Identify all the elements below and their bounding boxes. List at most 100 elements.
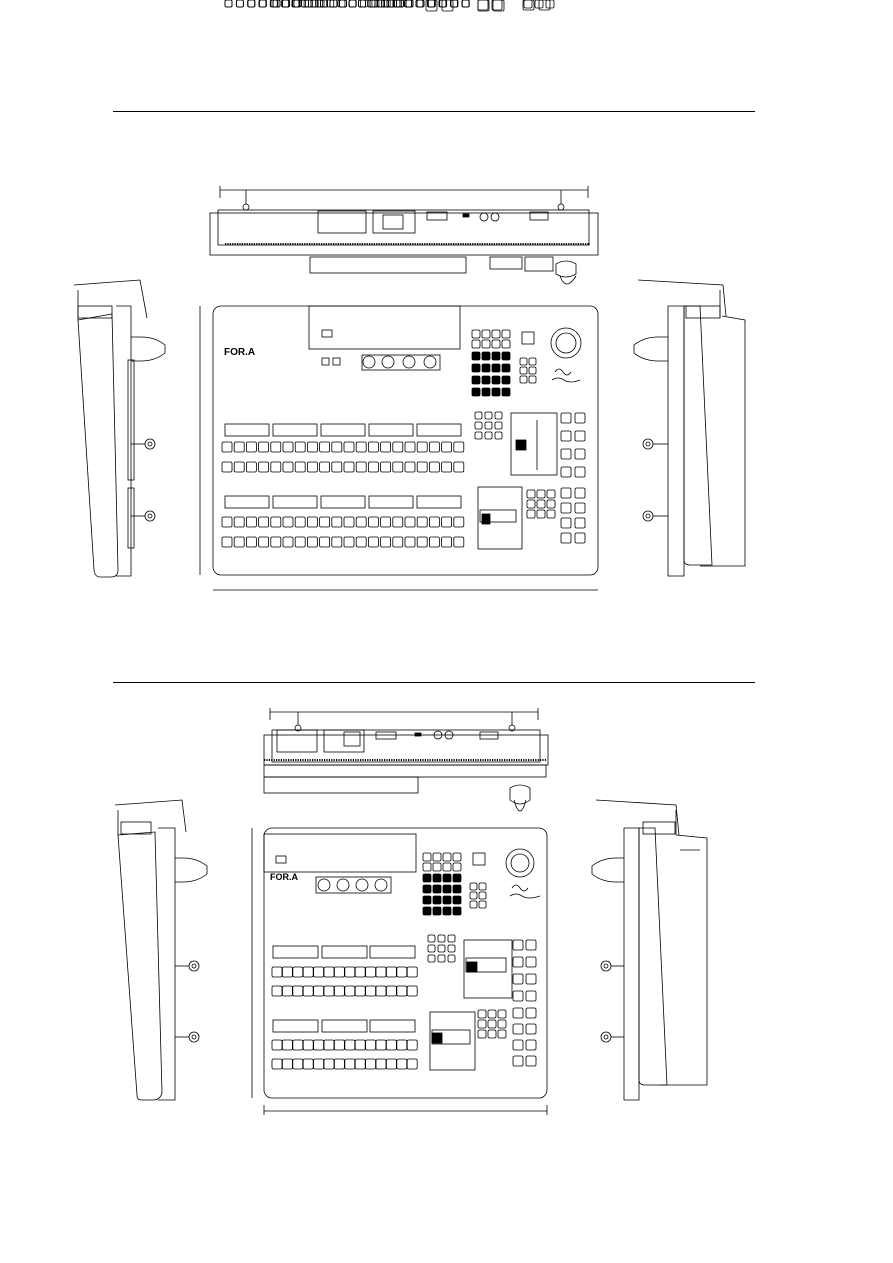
panel-button: [575, 431, 585, 441]
panel-button: [307, 442, 317, 452]
right-side-view: [634, 280, 745, 576]
rear-view: [264, 708, 548, 811]
panel-button: [295, 517, 305, 527]
panel-button: [539, 0, 550, 10]
panel-button: [417, 462, 427, 472]
panel-button: [561, 413, 571, 423]
panel-button: [492, 352, 500, 360]
panel-button: [429, 517, 439, 527]
panel-button: [345, 1040, 355, 1050]
panel-button: [246, 462, 256, 472]
panel-button: [495, 412, 502, 419]
panel-button: [234, 517, 244, 527]
joystick-icon: [175, 858, 207, 882]
panel-button: [529, 367, 536, 374]
joystick-icon: [131, 337, 165, 361]
panel-button: [478, 1010, 486, 1018]
panel-button: [386, 986, 396, 996]
panel-button: [479, 901, 486, 908]
panel-button: [524, 0, 532, 8]
panel-button: [498, 1020, 506, 1028]
panel-button: [526, 1024, 536, 1034]
panel-button: [423, 885, 431, 893]
panel-button: [393, 517, 403, 527]
panel-button: [448, 955, 455, 962]
panel-button: [454, 462, 464, 472]
panel-button: [314, 1040, 324, 1050]
panel-button: [272, 1040, 282, 1050]
panel-button: [222, 517, 232, 527]
panel-button: [547, 510, 555, 518]
panel-button: [295, 537, 305, 547]
panel-button: [349, 0, 356, 7]
panel-button: [527, 510, 535, 518]
panel-button: [303, 986, 313, 996]
panel-button: [315, 0, 322, 7]
panel-button: [547, 490, 555, 498]
panel-button: [479, 892, 486, 899]
panel-button: [295, 462, 305, 472]
panel-button: [442, 442, 452, 452]
panel-button: [334, 967, 344, 977]
panel-button: [370, 0, 377, 7]
panel-button: [345, 1059, 355, 1069]
panel-button: [356, 442, 366, 452]
panel-button: [237, 0, 244, 7]
panel-button: [376, 1059, 386, 1069]
panel-button: [406, 0, 413, 7]
panel-button: [386, 967, 396, 977]
panel-button: [428, 955, 435, 962]
panel-button: [513, 1024, 523, 1034]
panel-button: [492, 0, 502, 10]
panel-button: [443, 907, 451, 915]
panel-button: [381, 462, 391, 472]
panel-button: [453, 885, 461, 893]
panel-button: [405, 517, 415, 527]
panel-button: [407, 967, 417, 977]
panel-button: [482, 340, 490, 348]
panel-button: [495, 422, 502, 429]
panel-button: [307, 537, 317, 547]
panel-button: [349, 0, 356, 7]
panel-button: [340, 0, 347, 7]
panel-button: [259, 462, 269, 472]
panel-button: [575, 467, 585, 477]
panel-button: [359, 0, 366, 7]
left-side-view: [115, 800, 207, 1100]
connector-icon: [376, 732, 396, 739]
panel-button: [462, 0, 469, 7]
panel-button: [575, 533, 585, 543]
panel-button: [520, 367, 527, 374]
panel-button: [575, 518, 585, 528]
panel-button: [423, 853, 431, 861]
panel-button: [429, 462, 439, 472]
panel-button: [283, 462, 293, 472]
panel-button: [472, 352, 480, 360]
panel-button: [485, 412, 492, 419]
panel-button: [526, 957, 536, 967]
panel-button: [453, 863, 461, 871]
panel-button: [283, 442, 293, 452]
panel-button: [222, 537, 232, 547]
panel-button: [451, 0, 458, 7]
joystick-icon: [510, 785, 530, 804]
panel-button: [438, 935, 445, 942]
panel-button: [513, 991, 523, 1001]
panel-button: [472, 388, 480, 396]
panel-button: [417, 517, 427, 527]
panel-button: [561, 449, 571, 459]
panel-button: [453, 853, 461, 861]
panel-button: [248, 0, 255, 7]
panel-button: [492, 340, 500, 348]
top-view: FOR.A: [200, 0, 598, 590]
panel-button: [405, 537, 415, 547]
panel-button: [234, 442, 244, 452]
panel-button: [475, 422, 482, 429]
panel-button: [429, 537, 439, 547]
panel-button: [448, 935, 455, 942]
panel-button: [273, 0, 280, 7]
panel-button: [433, 885, 441, 893]
top-view: FOR.A: [252, 0, 547, 1115]
panel-button: [282, 986, 292, 996]
